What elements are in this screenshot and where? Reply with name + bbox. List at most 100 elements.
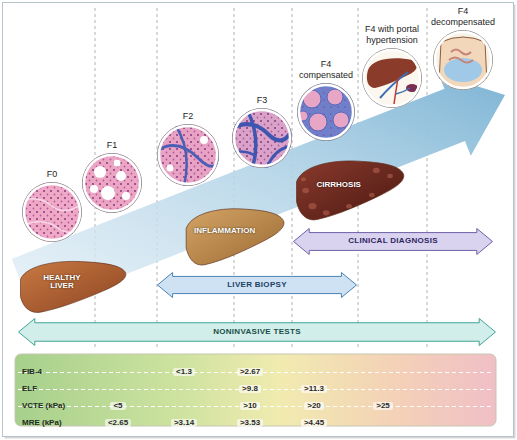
- stage-circle: F4 with portal hypertension: [362, 48, 422, 108]
- table-cell-box: >25: [373, 394, 393, 412]
- row-name: FIB-4: [22, 368, 42, 377]
- threshold-value: <2.65: [105, 419, 131, 428]
- stage-circle: F4 decompensated: [433, 30, 493, 90]
- threshold-value: >20: [304, 402, 324, 411]
- band-label: CLINICAL DIAGNOSIS: [348, 237, 438, 246]
- circle-ring: [83, 154, 142, 213]
- circle-ring: [158, 125, 219, 186]
- fat-vacuole: [167, 165, 174, 172]
- arrow-band: NONINVASIVE TESTS: [18, 318, 496, 346]
- liver-outline: [292, 157, 406, 224]
- circle-outline: [82, 153, 142, 213]
- histology-f0: [22, 182, 82, 242]
- circle-ring-inner: [24, 184, 80, 240]
- cirrhotic-nodule: [373, 168, 380, 173]
- liver-text-box: CIRRHOSIS: [297, 157, 381, 213]
- circle-outline: [297, 83, 355, 141]
- artery: [394, 78, 398, 104]
- threshold-value: <5: [110, 402, 125, 411]
- threshold-value: >11.3: [301, 385, 327, 394]
- liver-text-box: HEALTHY LIVER: [20, 258, 103, 307]
- regenerative-nodule: [309, 113, 327, 131]
- histology-cells: [157, 124, 219, 186]
- double-arrow: [294, 229, 493, 255]
- table-cell-box: <1.3: [173, 360, 195, 378]
- table-cell-box: >20: [304, 394, 324, 412]
- cirrhotic-nodule: [346, 204, 352, 208]
- heading-box: F4 compensated: [295, 59, 357, 80]
- circle-outline: [232, 108, 292, 168]
- liver-drawing: [367, 58, 417, 88]
- cirrhotic-nodule: [301, 177, 306, 181]
- test-table-panel: [15, 354, 496, 426]
- fat-vacuole: [122, 192, 130, 200]
- frame: [3, 3, 514, 437]
- circle-ring-inner: [364, 50, 420, 106]
- arrow-band: LIVER BIOPSY: [157, 272, 357, 298]
- liver-outline: [182, 205, 286, 269]
- threshold-value: >2.67: [237, 368, 263, 377]
- stage-circle: F4 compensated: [297, 83, 355, 141]
- double-arrow: [158, 273, 357, 298]
- circle-ring-inner: [299, 85, 353, 139]
- circle-outline: [433, 30, 493, 90]
- row-name: VCTE (kPa): [22, 402, 65, 411]
- heading-box: F0: [32, 169, 72, 179]
- threshold-value: >10: [240, 402, 260, 411]
- histology-cells: [297, 83, 355, 141]
- table-cell-box: >3.53: [237, 411, 263, 429]
- liver-shape: INFLAMMATION: [182, 205, 286, 269]
- circle-ring: [363, 49, 422, 108]
- fat-vacuole: [90, 185, 98, 193]
- fibrosis-streak: [176, 126, 187, 186]
- stage-circle: F3: [232, 108, 292, 168]
- band-label: LIVER BIOPSY: [227, 281, 287, 290]
- table-cell-box: >11.3: [301, 377, 327, 395]
- heading-box: F4 decompensated: [427, 6, 499, 27]
- portal-vein: [380, 72, 408, 98]
- stage-label: F4 compensated: [295, 59, 357, 80]
- cirrhotic-nodule: [302, 188, 309, 193]
- liver-shape: HEALTHY LIVER: [16, 258, 128, 316]
- cirrhotic-nodule: [309, 203, 317, 209]
- stage-label: F3: [242, 95, 282, 105]
- band-label: NONINVASIVE TESTS: [213, 328, 301, 337]
- fat-vacuole: [94, 166, 106, 178]
- row-name: MRE (kPa): [22, 419, 62, 428]
- arrow-band: CLINICAL DIAGNOSIS: [293, 228, 493, 255]
- circle-ring: [23, 183, 82, 242]
- liver-shape: CIRRHOSIS: [292, 157, 406, 224]
- stage-circle: F0: [22, 182, 82, 242]
- stage-divider: [157, 8, 158, 350]
- stage-label: F2: [168, 111, 208, 121]
- fat-vacuole: [101, 186, 115, 200]
- circle-outline: [22, 182, 82, 242]
- table-cell-box: >4.45: [301, 411, 327, 429]
- band-text-box: NONINVASIVE TESTS: [18, 318, 496, 346]
- table-cell-box: <2.65: [105, 411, 131, 429]
- cirrhotic-nodule: [323, 210, 330, 215]
- double-arrow: [19, 319, 496, 346]
- heading-box: F4 with portal hypertension: [362, 24, 422, 45]
- table-cell-box: MRE (kPa): [22, 411, 62, 429]
- histology-f4: [297, 83, 355, 141]
- portal-illustration: [362, 48, 422, 108]
- circle-ring-inner: [234, 110, 290, 166]
- stage-circle: F1: [82, 153, 142, 213]
- circle-ring-inner: [435, 32, 491, 88]
- circle-ring: [434, 31, 493, 90]
- table-cell-box: <5: [110, 394, 125, 412]
- regenerative-nodule: [327, 89, 343, 105]
- cirrhotic-nodule: [387, 174, 393, 178]
- circle-outline: [362, 48, 422, 108]
- circle-ring-inner: [159, 126, 217, 184]
- liver-text-box: INFLAMMATION: [186, 205, 263, 259]
- histology-f2: [157, 124, 219, 186]
- ascites-illustration: [433, 30, 493, 90]
- threshold-value: >9.8: [239, 385, 261, 394]
- stage-label: F1: [92, 140, 132, 150]
- heading-box: F1: [92, 140, 132, 150]
- histology-f1: [82, 153, 142, 213]
- circle-ring: [298, 84, 355, 141]
